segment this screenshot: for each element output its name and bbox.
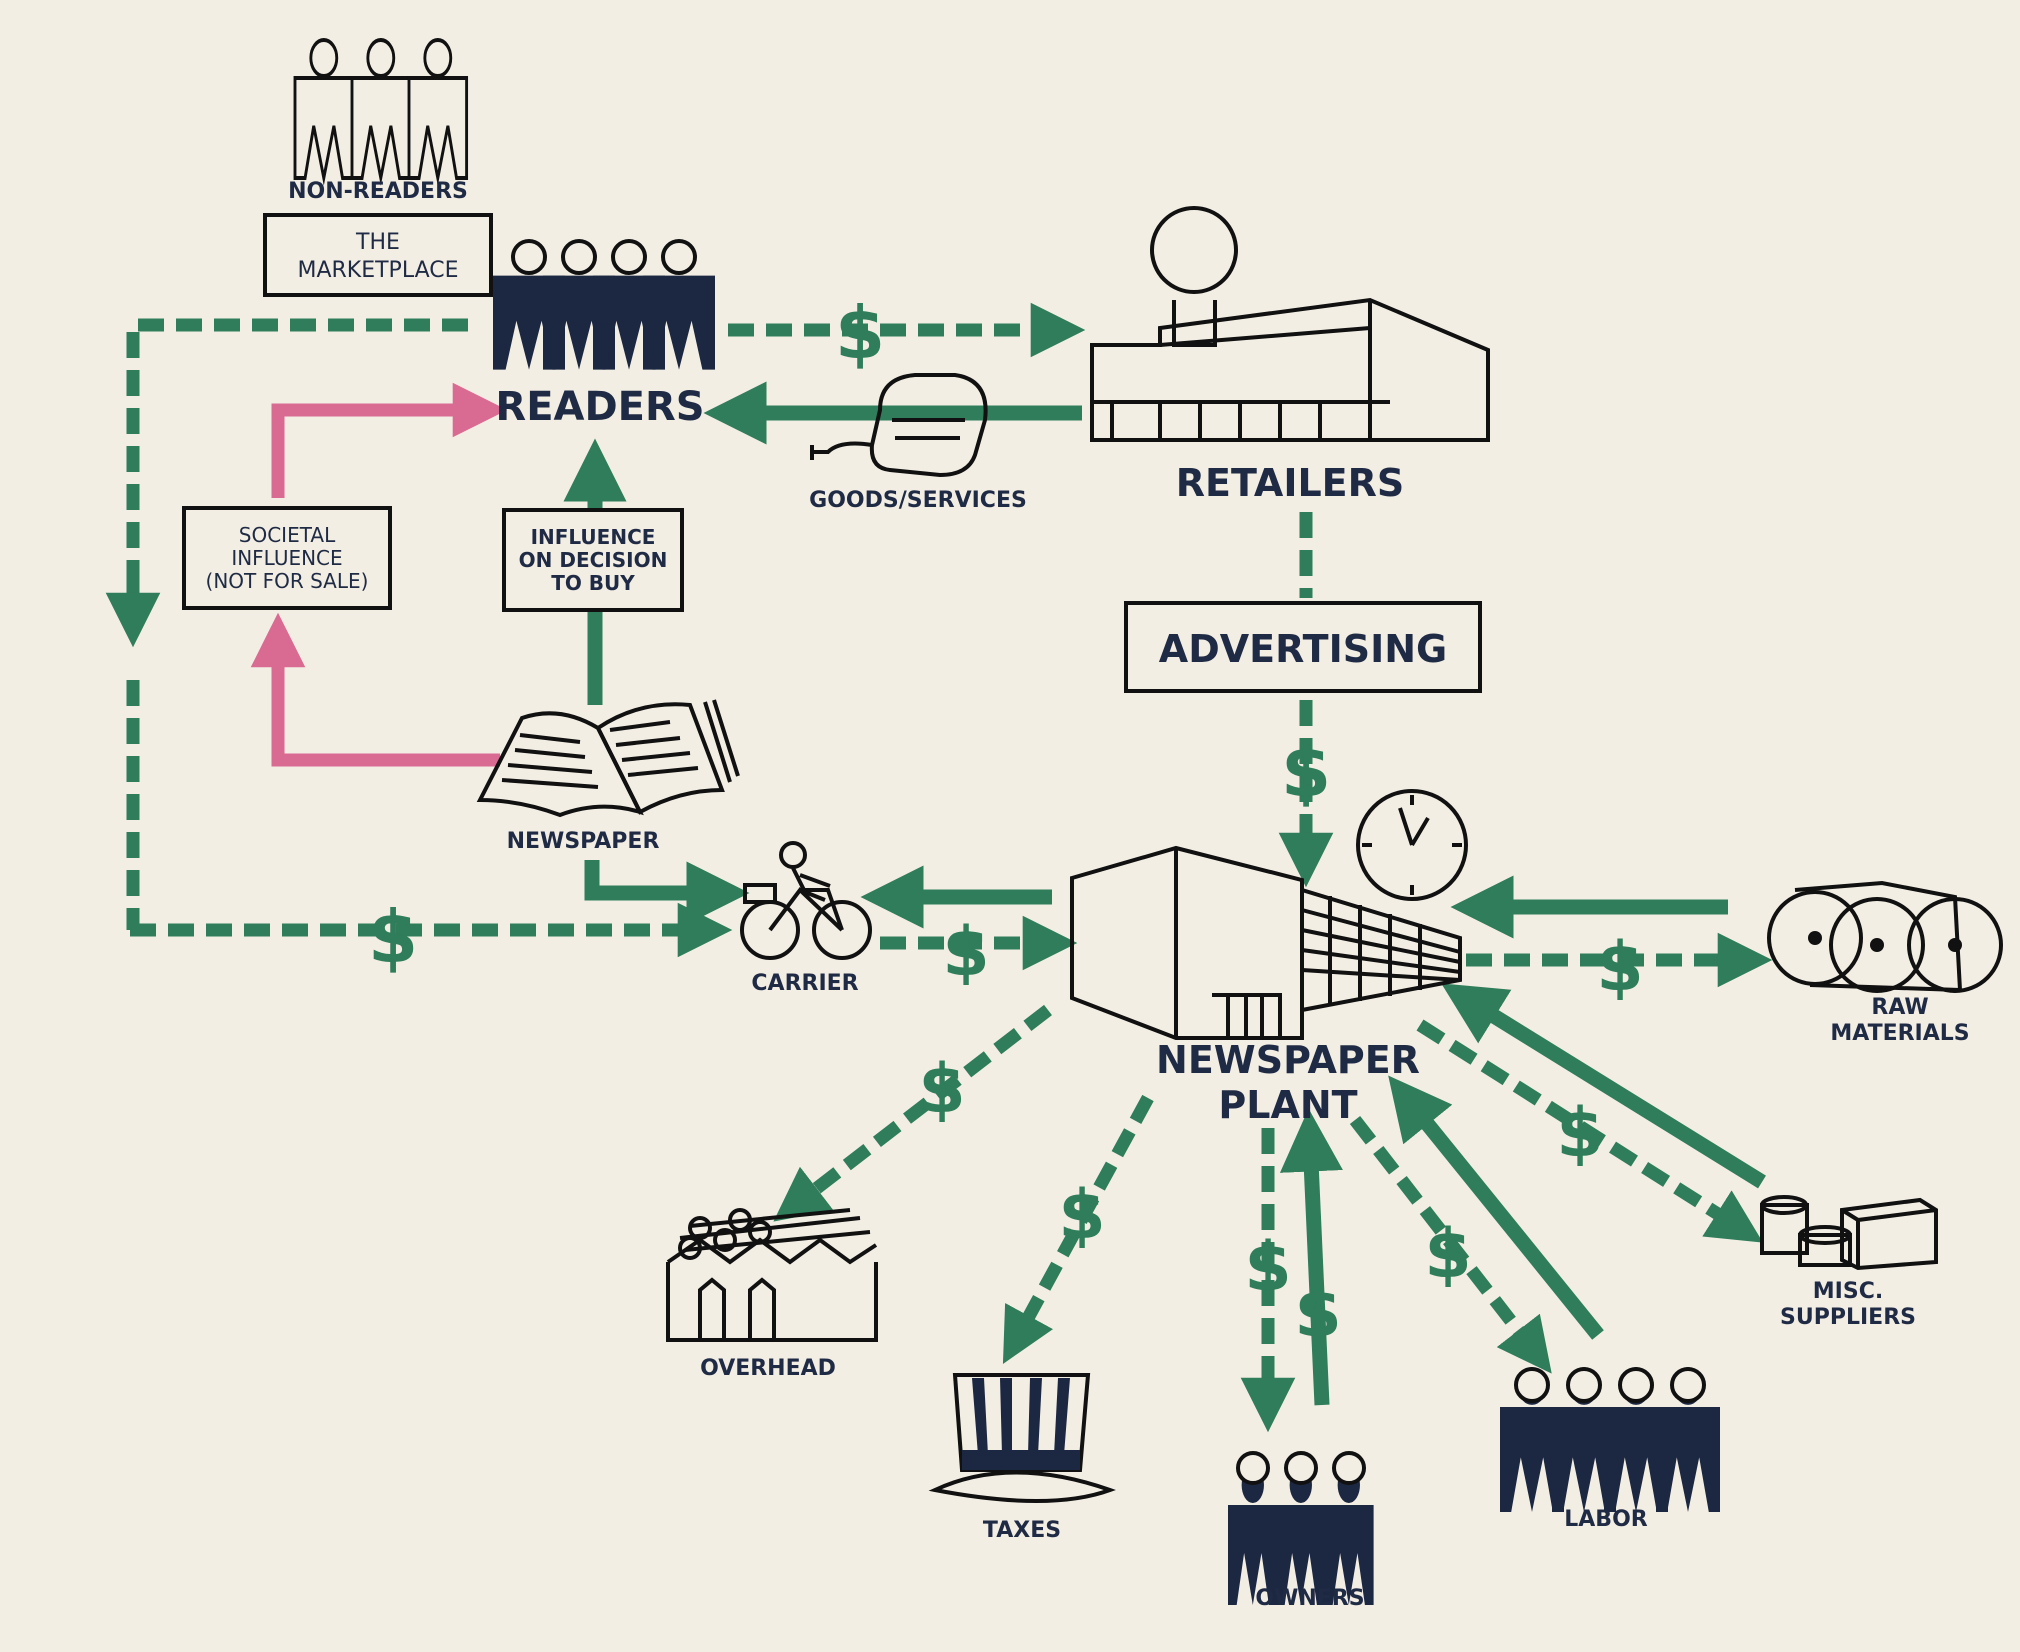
money-symbols: $ $ $ $ $ $ $ $ $ $ $ [368,291,1644,1353]
reader-heads-icon [511,239,697,275]
influence-decision-box: INFLUENCE ON DECISION TO BUY [502,508,684,612]
non-readers-group: NON-READERS [288,38,469,204]
paper-rolls-icon [1767,880,2003,993]
taxes-group: TAXES [928,1373,1116,1543]
readers-group: READERS [493,239,715,430]
owners-group: OWNERS [1228,1451,1374,1611]
goods-services-label: GOODS/SERVICES [809,488,1027,513]
appliance-icon [810,373,988,478]
owners-label: OWNERS [1255,1586,1364,1611]
societal-influence-line-1: SOCIETAL [239,523,336,547]
goods-services-group: GOODS/SERVICES [809,373,1027,513]
raw-materials-group: RAW MATERIALS [1767,880,2003,1046]
influence-decision-line-3: TO BUY [551,571,635,595]
dollar-plant-misc: $ [1556,1094,1603,1173]
dollar-plant-raw-materials: $ [1596,928,1643,1007]
newspaper-plant-label-line-2: PLANT [1218,1083,1357,1127]
marketplace-label-line-1: THE [355,230,400,255]
marketplace-label-line-2: MARKETPLACE [297,258,458,283]
boxes-icon [1760,1195,1938,1271]
misc-suppliers-label-line-2: SUPPLIERS [1780,1305,1916,1330]
societal-influence-box: SOCIETAL INFLUENCE (NOT FOR SALE) [182,506,392,610]
labor-label: LABOR [1564,1507,1648,1532]
carrier-group: CARRIER [740,841,872,996]
dollar-plant-overhead: $ [918,1050,965,1129]
misc-suppliers-label-line-1: MISC. [1813,1279,1883,1304]
owners-figures-icon [1228,1467,1374,1605]
newspaper-plant-group: NEWSPAPER PLANT [1070,789,1468,1127]
retailers-label: RETAILERS [1176,461,1405,505]
housing-icon [666,1208,878,1342]
dollar-plant-owners: $ [1244,1228,1291,1307]
overhead-group: OVERHEAD [666,1208,878,1381]
dollar-plant-taxes: $ [1058,1176,1105,1255]
influence-decision-line-2: ON DECISION [519,548,668,572]
marketplace-box: THE MARKETPLACE [263,213,493,297]
raw-materials-label-line-1: RAW [1871,995,1928,1020]
influence-decision-line-1: INFLUENCE [531,525,656,549]
societal-influence-line-3: (NOT FOR SALE) [206,569,369,593]
newspaper-group: NEWSPAPER [476,699,740,854]
taxes-label: TAXES [983,1518,1061,1543]
flow-arrows [105,302,1773,1433]
owner-heads-icon [1236,1451,1366,1485]
person-outline-icon [350,38,412,180]
advertising-label: ADVERTISING [1159,627,1447,671]
bicycle-rider-icon [740,841,872,960]
person-outline-icon [407,38,469,180]
dollar-advertising-plant: $ [1281,729,1331,813]
labor-group: LABOR [1500,1367,1720,1532]
retailers-group: RETAILERS [1090,206,1490,505]
dollar-readers-carrier: $ [368,895,418,979]
misc-suppliers-group: MISC. SUPPLIERS [1760,1195,1938,1330]
dollar-plant-labor: $ [1424,1215,1471,1294]
factory-building-icon [1070,845,1462,1040]
advertising-box: ADVERTISING [1124,601,1482,693]
carrier-label: CARRIER [751,971,858,996]
overhead-label: OVERHEAD [700,1356,836,1381]
uncle-sam-hat-icon [928,1373,1116,1503]
dollar-carrier-plant: $ [942,913,989,992]
person-outline-icon [293,38,355,180]
societal-influence-line-2: INFLUENCE [231,546,342,570]
store-building-icon [1090,206,1490,442]
dollar-readers-retailers: $ [835,291,885,375]
raw-materials-label-line-2: MATERIALS [1830,1021,1969,1046]
newspaper-icon [476,699,740,818]
newspaper-label: NEWSPAPER [507,829,660,854]
non-readers-label: NON-READERS [288,179,468,204]
newspaper-plant-label-line-1: NEWSPAPER [1156,1038,1420,1082]
dollar-owners-plant: $ [1294,1274,1341,1353]
clock-icon [1356,789,1468,901]
readers-label: READERS [495,384,704,430]
labor-heads-icon [1514,1367,1706,1403]
